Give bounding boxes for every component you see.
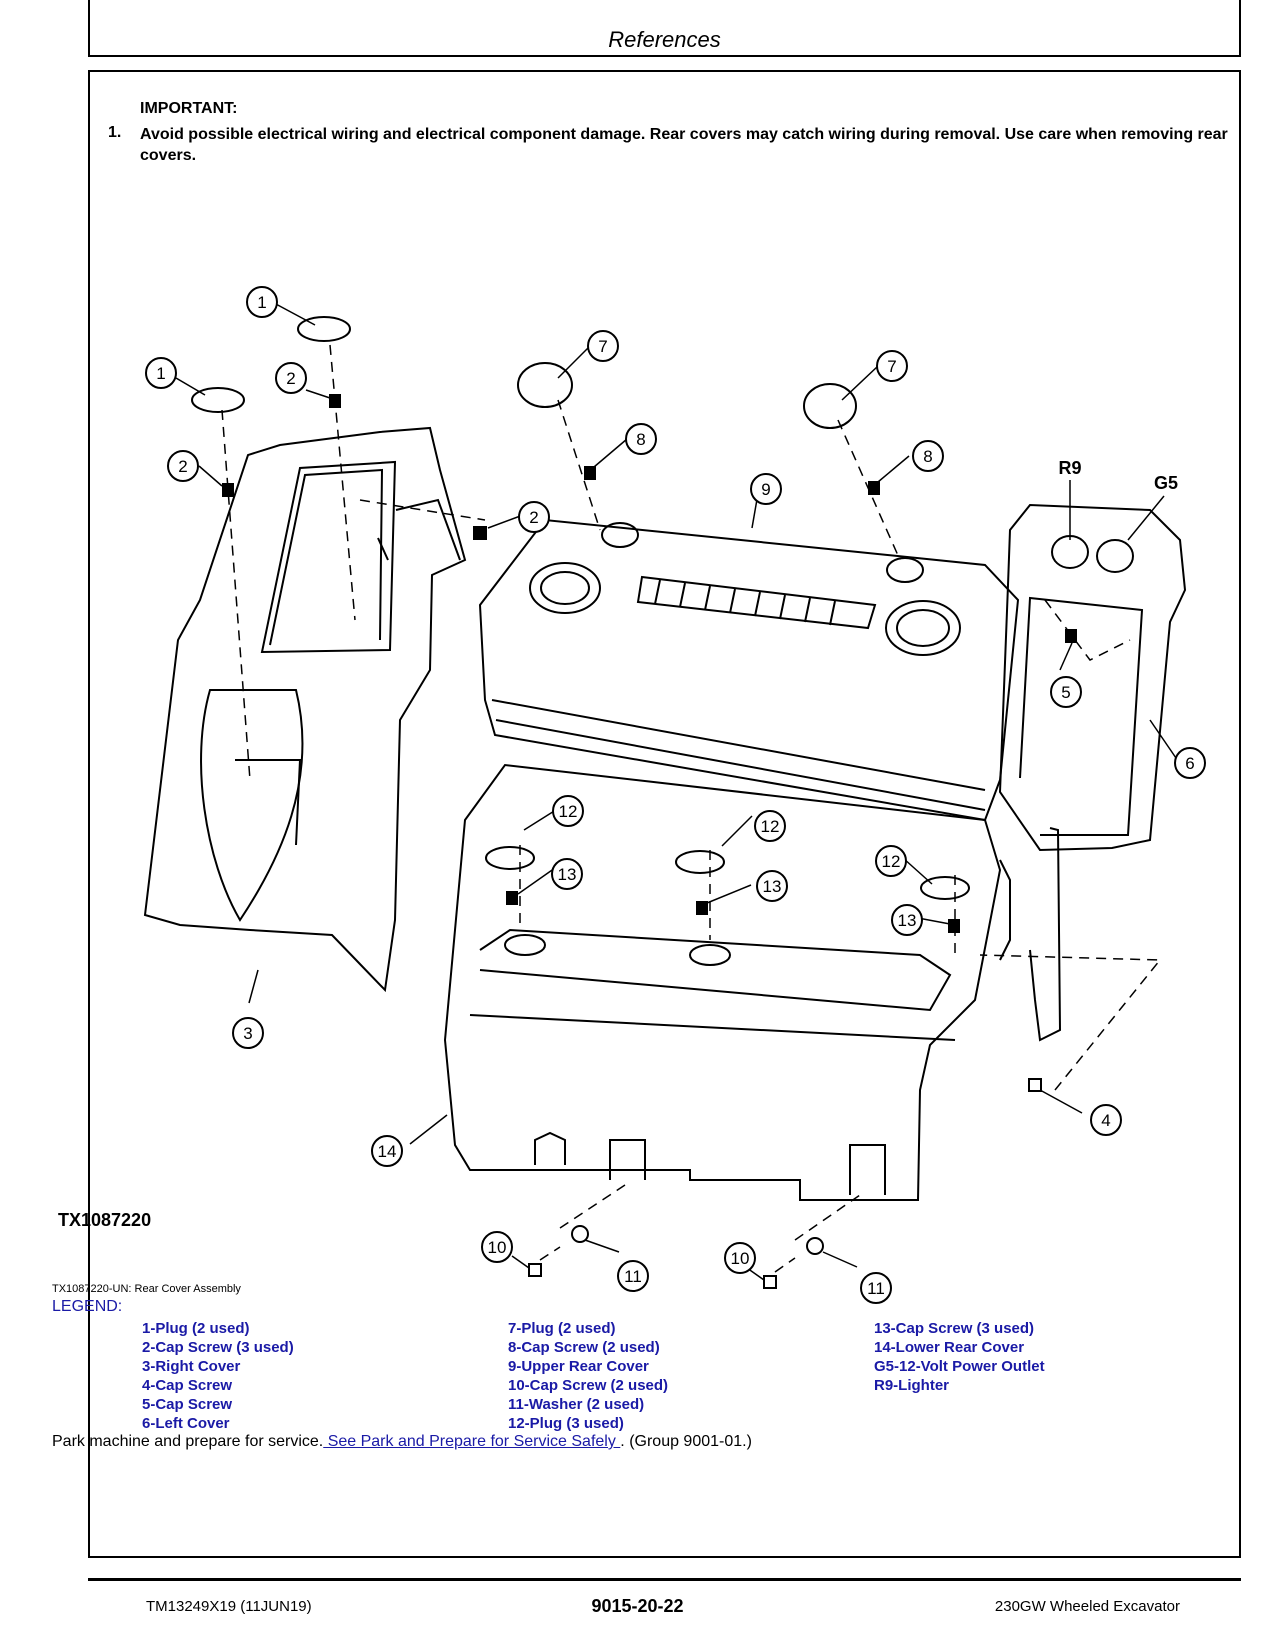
callout-label: 1: [156, 364, 165, 383]
callout-7b: [876, 350, 908, 382]
callout-label: 14: [378, 1142, 397, 1161]
content-box: IMPORTANT: 1. Avoid possible electrical …: [88, 70, 1241, 1558]
legend-item: 14-Lower Rear Cover: [874, 1339, 1025, 1356]
callout-labels: 1 1 2 2 2 3 4 5 6 7 7 8 8 9 10 10 11 11 …: [156, 293, 1194, 1298]
figure-id: TX1087220: [58, 1210, 152, 1230]
callout-label: 13: [898, 911, 917, 930]
callout-1a: [246, 286, 278, 318]
header-box: References: [88, 0, 1241, 57]
callout-label: 2: [178, 457, 187, 476]
callout-label: 11: [624, 1267, 642, 1286]
callout-label: 10: [488, 1238, 507, 1257]
callout-label: 1: [257, 293, 266, 312]
callout-label: 6: [1185, 754, 1194, 773]
callout-12b: [754, 810, 786, 842]
legend-item: 1-Plug (2 used): [142, 1320, 250, 1337]
footer-divider: [88, 1578, 1241, 1581]
callout-label: 8: [636, 430, 645, 449]
callout-10b: [724, 1242, 756, 1274]
callout-label: 9: [761, 480, 770, 499]
callout-label: 11: [867, 1279, 885, 1298]
callout-11b: [860, 1272, 892, 1304]
legend-title: LEGEND:: [52, 1298, 123, 1315]
footer-page-number: 9015-20-22: [591, 1596, 684, 1616]
legend-item: 4-Cap Screw: [142, 1377, 233, 1394]
component-code-labels: R9 G5: [1058, 458, 1178, 493]
important-text: Avoid possible electrical wiring and ele…: [140, 126, 1228, 164]
callout-9: [750, 473, 782, 505]
important-number: 1.: [108, 124, 122, 141]
callout-label: 3: [243, 1024, 252, 1043]
figure-caption: TX1087220-UN: Rear Cover Assembly: [52, 1283, 241, 1295]
callout-12a: [552, 795, 584, 827]
callout-label: 8: [923, 447, 932, 466]
callout-7a: [587, 330, 619, 362]
callout-12c: [875, 845, 907, 877]
legend-column-1: 1-Plug (2 used) 2-Cap Screw (3 used) 3-R…: [142, 1319, 294, 1433]
callout-14: [371, 1135, 403, 1167]
callout-5: [1050, 676, 1082, 708]
callout-8b: [912, 440, 944, 472]
callout-13b: [756, 870, 788, 902]
important-label: IMPORTANT:: [140, 100, 238, 117]
callout-13a: [551, 858, 583, 890]
assembly-leaders: [221, 344, 1162, 1273]
callout-label: 12: [882, 852, 901, 871]
callout-1b: [145, 357, 177, 389]
callout-4: [1090, 1104, 1122, 1136]
callout-circles: [145, 286, 1206, 1304]
legend-item: 8-Cap Screw (2 used): [508, 1339, 660, 1356]
footer-model: 230GW Wheeled Excavator: [994, 1598, 1180, 1615]
park-instruction: Park machine and prepare for service. Se…: [52, 1433, 752, 1451]
callout-label: 2: [529, 508, 538, 527]
callout-label: 2: [286, 369, 295, 388]
park-suffix: . (Group 9001-01.): [620, 1433, 752, 1450]
legend-item: 11-Washer (2 used): [508, 1396, 645, 1413]
legend-column-2: 7-Plug (2 used) 8-Cap Screw (2 used) 9-U…: [508, 1319, 668, 1433]
park-text: Park machine and prepare for service.: [52, 1433, 324, 1450]
legend-item: 3-Right Cover: [142, 1358, 241, 1375]
legend-item: 7-Plug (2 used): [508, 1320, 616, 1337]
legend-item: 9-Upper Rear Cover: [508, 1358, 649, 1375]
callout-13c: [891, 904, 923, 936]
callout-r9: R9: [1058, 458, 1081, 478]
callout-label: 13: [558, 865, 577, 884]
page-title: References: [608, 27, 721, 52]
callout-10a: [481, 1231, 513, 1263]
legend-item: 2-Cap Screw (3 used): [142, 1339, 294, 1356]
upper-rear-cover-part: [478, 518, 1020, 822]
callout-8a: [625, 423, 657, 455]
callout-label: 7: [598, 337, 607, 356]
footer-manual-id: TM13249X19 (11JUN19): [146, 1598, 312, 1615]
callout-g5: G5: [1154, 473, 1178, 493]
lower-rear-cover-part: [443, 763, 1011, 1201]
legend-item: R9-Lighter: [874, 1377, 949, 1394]
callout-2a: [275, 362, 307, 394]
park-safely-link[interactable]: See Park and Prepare for Service Safely: [323, 1433, 621, 1450]
legend-item: 12-Plug (3 used): [508, 1415, 624, 1432]
callout-3: [232, 1017, 264, 1049]
callout-label: 7: [887, 357, 896, 376]
callout-label: 10: [731, 1249, 750, 1268]
callout-leaders: [175, 302, 1177, 1281]
legend-column-3: 13-Cap Screw (3 used) 14-Lower Rear Cove…: [874, 1319, 1045, 1395]
left-cover-part: [998, 503, 1187, 1042]
callout-label: 12: [559, 802, 578, 821]
right-cover-part: [143, 426, 467, 993]
callout-2b: [167, 450, 199, 482]
callout-label: 13: [763, 877, 782, 896]
legend-item: 5-Cap Screw: [142, 1396, 233, 1413]
fastener-parts: [191, 316, 1077, 1289]
callout-label: 4: [1101, 1111, 1110, 1130]
callout-11a: [617, 1260, 649, 1292]
callout-2c: [518, 501, 550, 533]
callout-label: 12: [761, 817, 780, 836]
legend-item: G5-12-Volt Power Outlet: [874, 1358, 1045, 1375]
callout-label: 5: [1061, 683, 1070, 702]
callout-6: [1174, 747, 1206, 779]
legend-item: 6-Left Cover: [142, 1415, 230, 1432]
legend-item: 10-Cap Screw (2 used): [508, 1377, 669, 1394]
legend-item: 13-Cap Screw (3 used): [874, 1320, 1035, 1337]
